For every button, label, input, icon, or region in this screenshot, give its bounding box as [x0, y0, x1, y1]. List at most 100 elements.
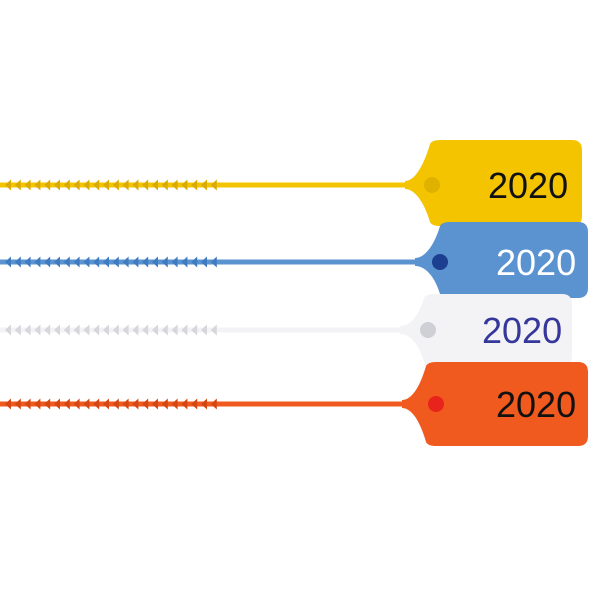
strap-bead: [83, 179, 90, 191]
strap-bead: [161, 324, 168, 336]
strap-bead: [34, 256, 41, 268]
seal-white: 2020: [0, 294, 572, 366]
seal-lock-hole: [424, 177, 440, 193]
strap-bead: [152, 398, 158, 410]
strap-bead: [103, 398, 109, 410]
strap-bead: [73, 398, 80, 410]
strap-bead: [201, 179, 207, 191]
strap-band: [0, 259, 415, 265]
strap-bead: [171, 398, 178, 410]
seal-lock-hole: [420, 322, 436, 338]
strap-bead: [122, 398, 129, 410]
seal-number: 2020: [496, 242, 576, 283]
seal-lock-hole: [432, 254, 448, 270]
strap-bead: [5, 324, 11, 336]
strap-bead: [103, 256, 109, 268]
seal-blue: 2020: [0, 222, 588, 298]
strap-bead: [73, 179, 80, 191]
strap-bead: [112, 256, 119, 268]
strap-bead: [171, 324, 178, 336]
seal-strap: [0, 398, 402, 410]
strap-bead: [44, 398, 51, 410]
seal-strap: [0, 324, 400, 336]
strap-bead: [210, 398, 217, 410]
strap-bead: [161, 179, 168, 191]
strap-bead: [191, 398, 198, 410]
strap-bead: [142, 398, 149, 410]
seal-strap: [0, 179, 405, 191]
seal-tag: [402, 362, 588, 446]
strap-bead: [201, 256, 207, 268]
strap-bead: [132, 179, 139, 191]
strap-bead: [14, 256, 21, 268]
strap-bead: [201, 398, 207, 410]
strap-bead: [181, 398, 188, 410]
strap-bead: [63, 398, 70, 410]
strap-bead: [34, 179, 41, 191]
strap-bead: [24, 179, 31, 191]
strap-bead: [210, 179, 217, 191]
strap-bead: [152, 324, 158, 336]
strap-bead: [142, 179, 149, 191]
strap-bead: [83, 256, 90, 268]
strap-bead: [5, 256, 11, 268]
strap-bead: [161, 398, 168, 410]
strap-bead: [152, 256, 158, 268]
seal-number: 2020: [488, 165, 568, 206]
strap-bead: [93, 256, 100, 268]
strap-bead: [142, 324, 149, 336]
strap-bead: [142, 256, 149, 268]
strap-bead: [93, 179, 100, 191]
strap-bead: [14, 398, 21, 410]
strap-bead: [14, 179, 21, 191]
seal-orange: 2020: [0, 362, 588, 446]
strap-bead: [103, 179, 109, 191]
strap-bead: [191, 324, 198, 336]
strap-bead: [161, 256, 168, 268]
strap-bead: [201, 324, 207, 336]
strap-bead: [122, 256, 129, 268]
seal-lock-hole: [428, 396, 444, 412]
strap-bead: [181, 324, 188, 336]
seal-number: 2020: [496, 384, 576, 425]
strap-bead: [210, 256, 217, 268]
strap-bead: [210, 324, 217, 336]
strap-bead: [73, 324, 80, 336]
strap-bead: [112, 179, 119, 191]
strap-bead: [93, 398, 100, 410]
strap-bead: [132, 324, 139, 336]
seal-tag: [405, 140, 582, 226]
strap-bead: [112, 324, 119, 336]
strap-bead: [54, 256, 60, 268]
strap-bead: [24, 398, 31, 410]
strap-bead: [54, 179, 60, 191]
strap-bead: [44, 179, 51, 191]
strap-bead: [122, 324, 129, 336]
strap-bead: [54, 324, 60, 336]
strap-bead: [83, 398, 90, 410]
strap-bead: [5, 398, 11, 410]
strap-bead: [93, 324, 100, 336]
strap-bead: [132, 398, 139, 410]
strap-bead: [73, 256, 80, 268]
seal-strap: [0, 256, 415, 268]
strap-bead: [181, 179, 188, 191]
strap-bead: [5, 179, 11, 191]
strap-bead: [34, 398, 41, 410]
strap-bead: [122, 179, 129, 191]
strap-bead: [171, 256, 178, 268]
strap-bead: [181, 256, 188, 268]
strap-bead: [132, 256, 139, 268]
strap-bead: [14, 324, 21, 336]
strap-bead: [44, 256, 51, 268]
seal-number: 2020: [482, 310, 562, 351]
strap-bead: [171, 179, 178, 191]
strap-bead: [63, 256, 70, 268]
strap-bead: [112, 398, 119, 410]
strap-bead: [103, 324, 109, 336]
strap-bead: [24, 324, 31, 336]
strap-band: [0, 327, 400, 333]
strap-bead: [63, 324, 70, 336]
